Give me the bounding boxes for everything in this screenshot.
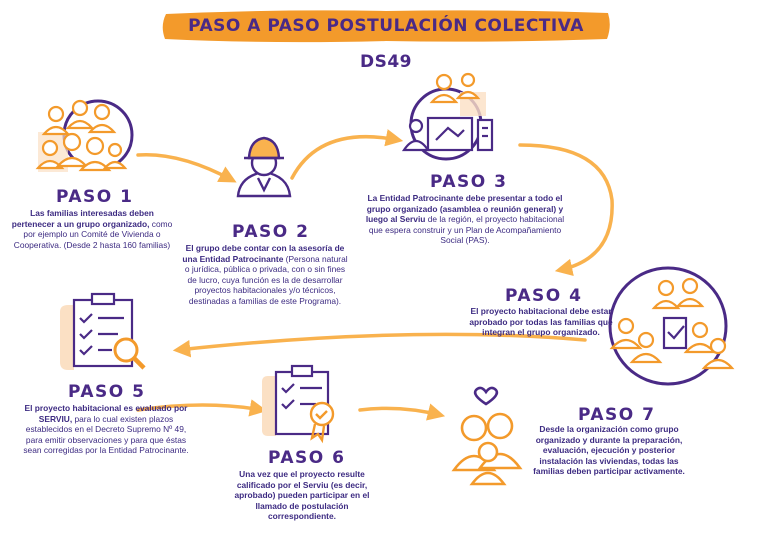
step-4-title: PASO 4 xyxy=(505,286,583,306)
title-banner xyxy=(162,10,610,43)
step-2-body-text: (Persona natural o jurídica, pública o p… xyxy=(184,253,348,306)
step-5-title: PASO 5 xyxy=(68,382,146,402)
approval-group-icon xyxy=(608,266,735,386)
family-group-icon xyxy=(35,99,134,172)
step-2-title: PASO 2 xyxy=(232,222,310,242)
family-heart-icon xyxy=(451,386,523,486)
step-1-title: PASO 1 xyxy=(56,187,134,207)
step-7-text: Desde la organización como grupo organiz… xyxy=(530,424,688,477)
step-3-body-text: de la región, el proyecto habitacional q… xyxy=(368,214,565,246)
step-5-text: El proyecto habitacional es evaluado por… xyxy=(20,403,192,456)
arrow-5-to-6 xyxy=(136,399,268,417)
step-1-body-text: como por ejemplo un Comité de Vivienda o… xyxy=(13,218,173,250)
arrow-3-to-4 xyxy=(518,143,614,276)
step-7-bold-text: Desde la organización como grupo organiz… xyxy=(533,424,685,477)
engineer-icon xyxy=(236,136,292,198)
step-7-title: PASO 7 xyxy=(578,405,656,425)
step-6-bold-text: Una vez que el proyecto resulte califica… xyxy=(234,469,370,522)
checklist-magnifier-icon xyxy=(60,292,146,370)
step-3-title: PASO 3 xyxy=(430,172,508,192)
step-4-text: El proyecto habitacional debe estar apro… xyxy=(466,306,616,338)
arrow-2-to-3 xyxy=(290,129,404,180)
flow-arrows xyxy=(136,129,614,421)
step-3-text: La Entidad Patrocinante debe presentar a… xyxy=(362,193,568,246)
step-4-bold-text: El proyecto habitacional debe estar apro… xyxy=(469,306,613,338)
arrow-4-to-5 xyxy=(172,332,587,358)
step-5-body-text: para lo cual existen plazos establecidos… xyxy=(23,413,189,456)
step-2-bold-text: El grupo debe contar con la asesoría de … xyxy=(182,243,345,264)
step-1-text: Las familias interesadas deben pertenece… xyxy=(8,208,176,250)
page-title: PASO A PASO POSTULACIÓN COLECTIVA DS49 xyxy=(188,16,584,72)
step-5-bold-text: El proyecto habitacional es evaluado por… xyxy=(24,403,188,424)
step-3-bold-text: La Entidad Patrocinante debe presentar a… xyxy=(365,193,564,225)
presentation-icon xyxy=(401,72,494,161)
step-6-title: PASO 6 xyxy=(268,448,346,468)
step-6-text: Una vez que el proyecto resulte califica… xyxy=(228,469,376,522)
arrow-1-to-2 xyxy=(136,152,237,183)
checklist-badge-icon xyxy=(262,364,335,444)
arrow-6-to-7 xyxy=(358,403,446,421)
step-1-bold-text: Las familias interesadas deben pertenece… xyxy=(11,208,154,229)
step-2-text: El grupo debe contar con la asesoría de … xyxy=(180,243,350,307)
